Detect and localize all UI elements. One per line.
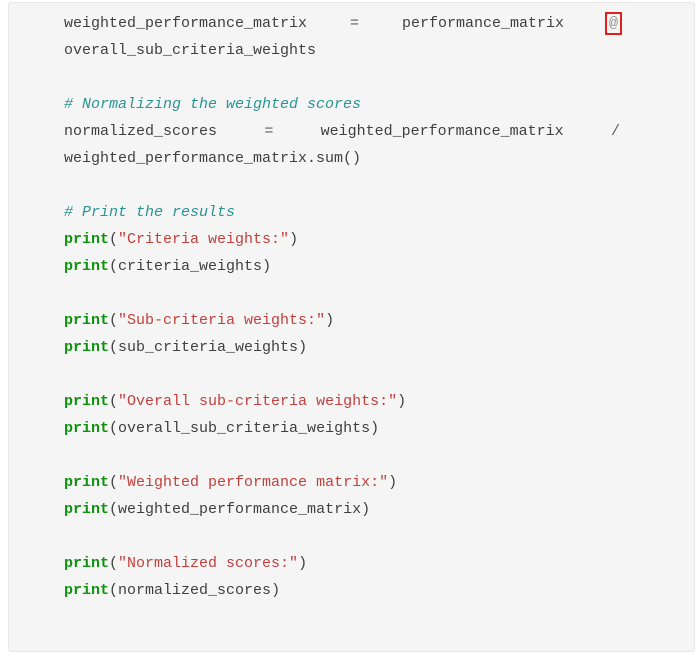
code-token-keyword: print	[64, 258, 110, 275]
code-token-plain: )	[325, 312, 335, 329]
code-token-plain: normalized_scores	[118, 582, 272, 599]
code-token-string: "Overall sub-criteria weights:"	[118, 393, 398, 410]
code-token-plain: (	[109, 258, 119, 275]
code-token-plain: )	[289, 231, 299, 248]
code-line: print("Sub-criteria weights:")	[64, 307, 620, 334]
code-token-keyword: print	[64, 312, 110, 329]
code-line: normalized_scores = weighted_performance_m…	[64, 118, 620, 145]
code-line: print(normalized_scores)	[64, 577, 620, 604]
code-token-plain: (	[109, 420, 119, 437]
code-line: overall_sub_criteria_weights	[64, 37, 620, 64]
code-token-comment: # Print the results	[64, 204, 236, 221]
code-token-plain: weighted_performance_matrix	[320, 123, 564, 140]
code-line: weighted_performance_matrix = performance_…	[64, 10, 622, 37]
code-token-plain: )	[370, 420, 380, 437]
code-token-plain: performance_matrix	[401, 15, 564, 32]
blank-line	[64, 442, 620, 469]
code-token-plain: overall_sub_criteria_weights	[64, 42, 317, 59]
code-token-plain: overall_sub_criteria_weights	[118, 420, 371, 437]
code-token-plain: )	[397, 393, 407, 410]
code-line: print(sub_criteria_weights)	[64, 334, 620, 361]
code-token-plain: (	[109, 582, 119, 599]
code-token-plain: (	[109, 393, 119, 410]
code-token-plain: criteria_weights	[118, 258, 263, 275]
code-token-keyword: print	[64, 339, 110, 356]
code-token-operator: =	[264, 123, 274, 140]
blank-line	[64, 361, 620, 388]
code-line: print(criteria_weights)	[64, 253, 620, 280]
blank-line	[64, 172, 620, 199]
code-token-plain: )	[298, 339, 308, 356]
code-token-plain: weighted_performance_matrix.sum()	[64, 150, 362, 167]
code-token-keyword: print	[64, 555, 110, 572]
matmul-operator-highlight: @	[604, 12, 622, 35]
code-token-plain: (	[109, 501, 119, 518]
code-token-plain: normalized_scores	[64, 123, 218, 140]
code-line: # Normalizing the weighted scores	[64, 91, 620, 118]
code-token-keyword: print	[64, 393, 110, 410]
code-token-operator: /	[610, 123, 620, 140]
code-line: # Print the results	[64, 199, 620, 226]
code-token-keyword: print	[64, 420, 110, 437]
code-token-plain: (	[109, 474, 119, 491]
code-token-keyword: print	[64, 231, 110, 248]
code-token-plain: )	[298, 555, 308, 572]
code-line: print(overall_sub_criteria_weights)	[64, 415, 620, 442]
code-token-plain: )	[361, 501, 371, 518]
blank-line	[64, 523, 620, 550]
code-line: print(weighted_performance_matrix)	[64, 496, 620, 523]
code-token-comment: # Normalizing the weighted scores	[64, 96, 362, 113]
code-line: print("Weighted performance matrix:")	[64, 469, 620, 496]
code-line: print("Criteria weights:")	[64, 226, 620, 253]
code-token-plain: )	[271, 582, 281, 599]
code-token-plain: sub_criteria_weights	[118, 339, 299, 356]
code-token-operator: =	[350, 15, 360, 32]
code-token-keyword: print	[64, 582, 110, 599]
code-token-plain: (	[109, 312, 119, 329]
code-line: weighted_performance_matrix.sum()	[64, 145, 620, 172]
code-block: weighted_performance_matrix = performance_…	[8, 2, 695, 652]
blank-line	[64, 280, 620, 307]
code-token-plain: weighted_performance_matrix	[64, 15, 308, 32]
code-token-plain: (	[109, 339, 119, 356]
code-token-plain: )	[388, 474, 398, 491]
code-token-string: "Weighted performance matrix:"	[118, 474, 389, 491]
code-token-plain: (	[109, 231, 119, 248]
code-token-plain: weighted_performance_matrix	[118, 501, 362, 518]
code-token-string: "Sub-criteria weights:"	[118, 312, 326, 329]
code-token-string: "Criteria weights:"	[118, 231, 290, 248]
code-line: print("Normalized scores:")	[64, 550, 620, 577]
code-lines: weighted_performance_matrix = performance_…	[64, 10, 622, 604]
code-token-plain: (	[109, 555, 119, 572]
code-token-keyword: print	[64, 474, 110, 491]
blank-line	[64, 64, 620, 91]
code-token-string: "Normalized scores:"	[118, 555, 299, 572]
code-token-keyword: print	[64, 501, 110, 518]
code-token-plain: )	[262, 258, 272, 275]
code-line: print("Overall sub-criteria weights:")	[64, 388, 620, 415]
